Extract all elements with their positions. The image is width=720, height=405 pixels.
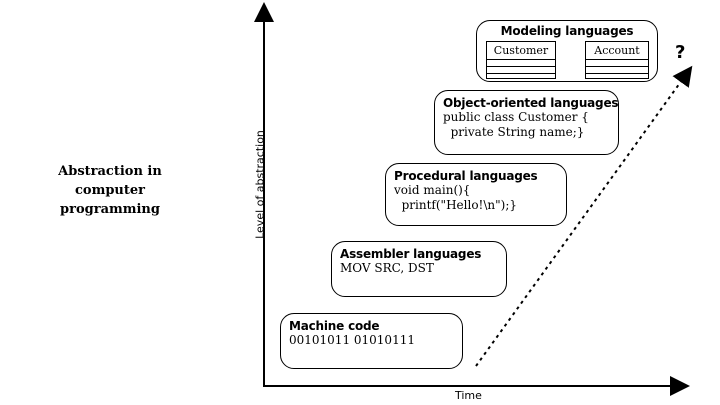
procedural-box: Procedural languages void main(){ printf… xyxy=(385,163,567,226)
uml-class-account: Account xyxy=(585,41,649,79)
procedural-line-2: printf("Hello!\n");} xyxy=(394,198,518,212)
uml-extra-compartment xyxy=(586,74,648,80)
procedural-title: Procedural languages xyxy=(394,169,538,183)
uml-extra-compartment xyxy=(487,74,555,80)
uml-attributes-compartment xyxy=(487,60,555,67)
machine-code-title: Machine code xyxy=(289,319,380,333)
uml-operations-compartment xyxy=(487,67,555,74)
modeling-title: Modeling languages xyxy=(500,24,634,38)
procedural-line-1: void main(){ xyxy=(394,183,471,197)
title-line-2: computer xyxy=(74,183,145,198)
uml-attributes-compartment xyxy=(586,60,648,67)
uml-operations-compartment xyxy=(586,67,648,74)
object-oriented-box: Object-oriented languages public class C… xyxy=(434,90,619,155)
uml-class-customer-name: Customer xyxy=(487,42,555,60)
assembler-title: Assembler languages xyxy=(340,247,482,261)
x-axis-label: Time xyxy=(455,389,482,402)
object-oriented-line-1: public class Customer { xyxy=(443,110,589,124)
machine-code-line-1: 00101011 01010111 xyxy=(289,333,415,347)
object-oriented-title: Object-oriented languages xyxy=(443,96,619,110)
title-line-3: programming xyxy=(60,202,160,217)
machine-code-box: Machine code 00101011 01010111 xyxy=(280,313,463,369)
assembler-line-1: MOV SRC, DST xyxy=(340,261,434,275)
diagram-title: Abstraction in computer programming xyxy=(30,162,190,219)
future-question-mark: ? xyxy=(675,42,686,63)
uml-class-account-name: Account xyxy=(586,42,648,60)
title-line-1: Abstraction in xyxy=(58,164,162,179)
y-axis-label: Level of abstraction xyxy=(253,130,267,239)
assembler-box: Assembler languages MOV SRC, DST xyxy=(331,241,507,297)
trend-arrow xyxy=(475,65,693,367)
uml-class-customer: Customer xyxy=(486,41,556,79)
object-oriented-line-2: private String name;} xyxy=(443,125,585,139)
